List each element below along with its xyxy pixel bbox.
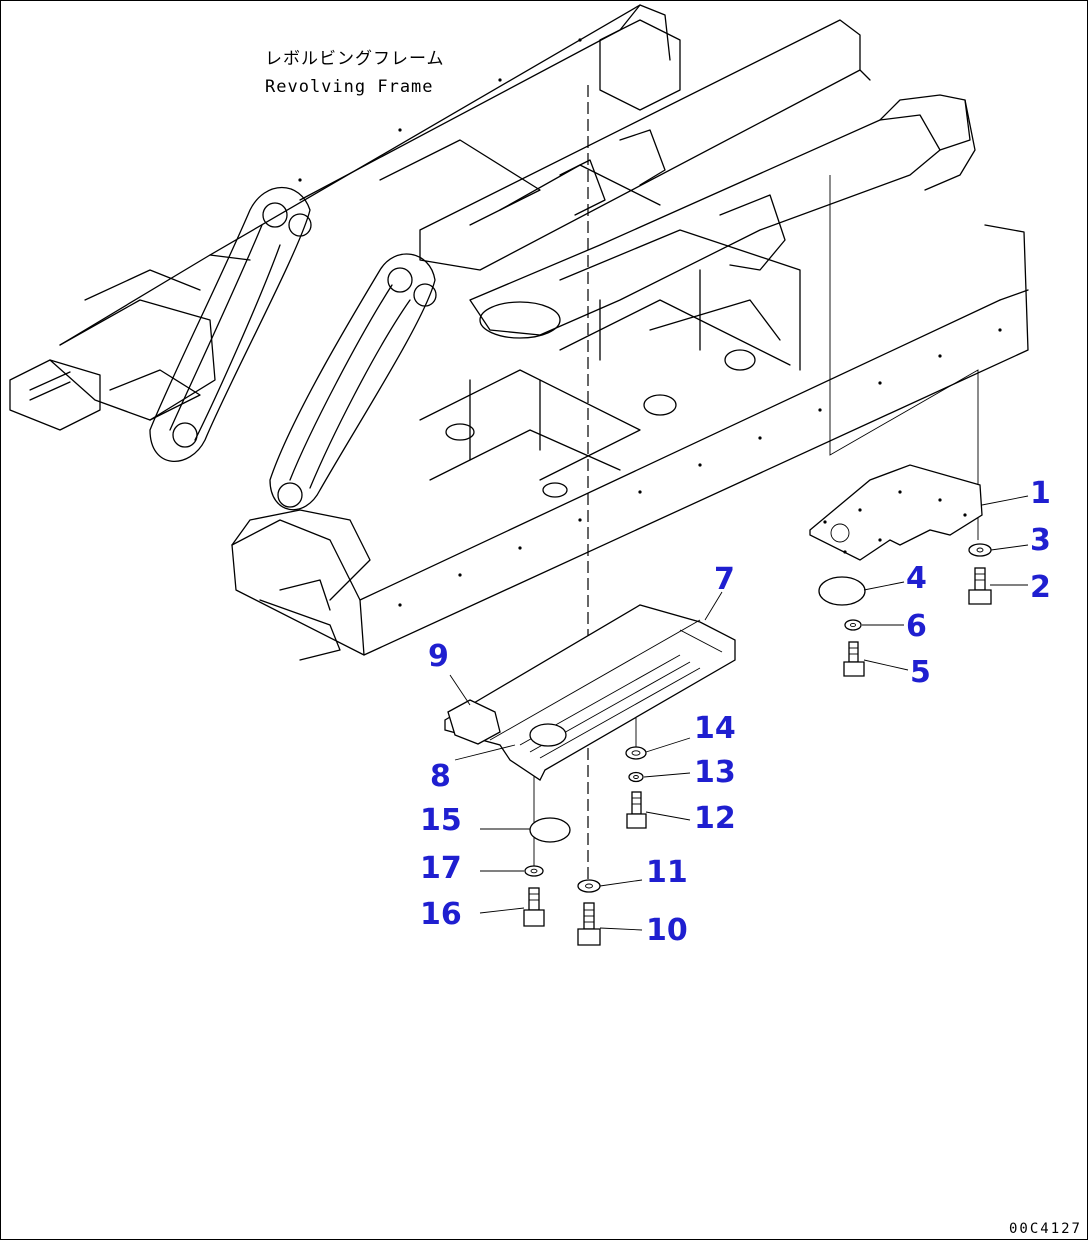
callout-4: 4 (906, 561, 927, 596)
part-bolt-12 (626, 791, 647, 829)
callout-2: 2 (1030, 570, 1051, 605)
callout-8: 8 (430, 759, 451, 794)
part-under-cover-7 (444, 604, 736, 781)
callout-15: 15 (420, 803, 462, 838)
part-washer-6 (844, 619, 862, 631)
part-port-cover-8 (529, 723, 567, 747)
leader-cover-1 (829, 175, 979, 540)
part-bracket-9 (447, 699, 501, 745)
part-cover-plate-1 (809, 464, 983, 561)
callout-leaders (449, 495, 1029, 931)
part-washer-3 (968, 543, 992, 557)
part-bolt-16 (523, 887, 545, 927)
callout-10: 10 (646, 913, 688, 948)
callout-5: 5 (910, 655, 931, 690)
part-bolt-2 (968, 567, 992, 605)
callout-14: 14 (694, 711, 736, 746)
frame-rivets (298, 38, 1002, 607)
part-gasket-15 (529, 817, 571, 843)
callout-9: 9 (428, 639, 449, 674)
callout-17: 17 (420, 851, 462, 886)
part-bolt-5 (843, 641, 865, 677)
part-gasket-4 (818, 576, 866, 606)
part-washer-17 (524, 865, 544, 877)
title-english: Revolving Frame (265, 77, 434, 97)
callout-6: 6 (906, 609, 927, 644)
callout-13: 13 (694, 755, 736, 790)
callout-12: 12 (694, 801, 736, 836)
drawing-code: 00C4127 (1009, 1221, 1082, 1237)
part-washer-14 (625, 746, 647, 760)
part-washer-13 (628, 771, 644, 783)
callout-1: 1 (1030, 476, 1051, 511)
callout-7: 7 (714, 562, 735, 597)
callout-labels: 1 2 3 4 5 6 7 8 9 10 11 12 13 14 15 16 1… (420, 476, 1051, 948)
callout-11: 11 (646, 855, 688, 890)
callout-3: 3 (1030, 523, 1051, 558)
part-bolt-10 (577, 902, 601, 946)
title-japanese: レボルビングフレーム (265, 49, 445, 69)
callout-16: 16 (420, 897, 462, 932)
revolving-frame-drawing (9, 4, 1029, 661)
part-washer-11 (577, 879, 601, 893)
